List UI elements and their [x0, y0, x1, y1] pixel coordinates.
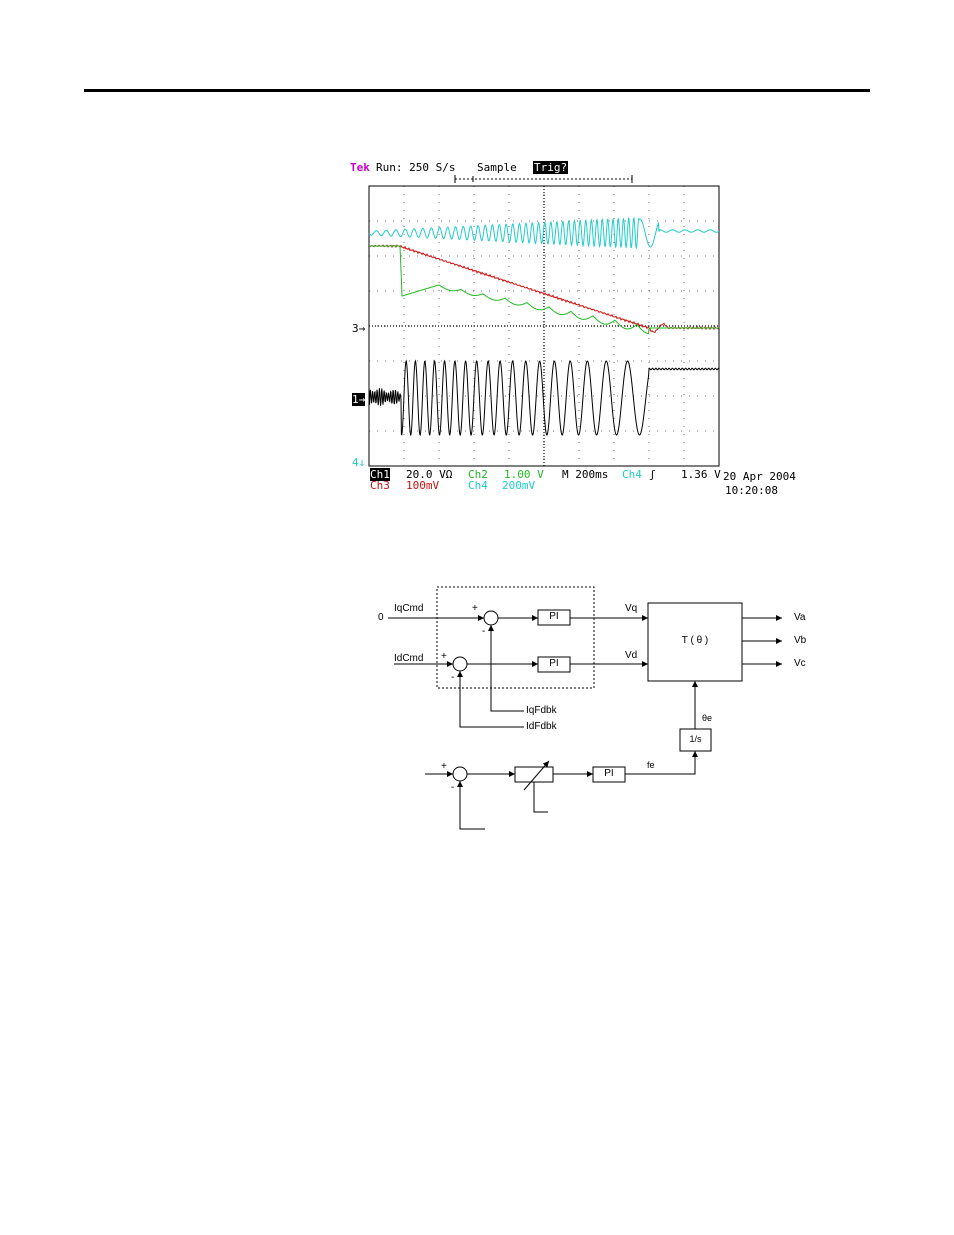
vd-label: Vd	[625, 650, 637, 661]
trigger-level: 1.36 V	[681, 468, 721, 481]
vq-label: Vq	[625, 603, 637, 614]
oscilloscope-display	[0, 0, 954, 520]
iq-summing-junction	[484, 611, 498, 625]
speed-summing-junction	[453, 767, 467, 781]
iq-pi-label: PI	[538, 611, 570, 622]
current-regulator-boundary	[437, 587, 594, 688]
iqfdbk-label: IqFdbk	[526, 705, 557, 716]
ch4-label: Ch4	[468, 479, 488, 492]
transform-label: T ( θ )	[648, 635, 742, 646]
fe-label: fe	[647, 760, 655, 770]
variable-gain-block	[515, 767, 553, 782]
ch3-label: Ch3	[370, 479, 390, 492]
ch4-ground-marker: 4↓	[352, 456, 365, 469]
speed-minus-sign: -	[451, 782, 454, 793]
theta-e-label: θe	[702, 713, 712, 723]
ch1-ground-marker: 1→	[352, 393, 365, 406]
record-bracket	[455, 175, 632, 183]
id-plus-sign: +	[441, 651, 447, 662]
ch3-ground-marker: 3→	[352, 322, 365, 335]
va-output-label: Va	[794, 612, 806, 623]
ch4-scale: 200mV	[502, 479, 535, 492]
id-summing-junction	[453, 657, 467, 671]
idfdbk-label: IdFdbk	[526, 721, 557, 732]
vc-output-label: Vc	[794, 658, 806, 669]
capture-time: 10:20:08	[725, 484, 778, 497]
integrator-label: 1/s	[680, 734, 711, 744]
iqcmd-label: IqCmd	[394, 603, 423, 614]
speed-plus-sign: +	[441, 761, 447, 772]
speed-pi-label: PI	[593, 768, 625, 779]
vb-output-label: Vb	[794, 635, 806, 646]
id-minus-sign: -	[451, 672, 454, 683]
ch3-scale: 100mV	[406, 479, 439, 492]
iq-zero-input: 0	[378, 612, 384, 623]
iq-minus-sign: -	[482, 626, 485, 637]
timebase: M 200ms	[562, 468, 608, 481]
trigger-slope-icon: ʃ	[649, 468, 656, 481]
idcmd-label: IdCmd	[394, 653, 423, 664]
trigger-source: Ch4	[622, 468, 642, 481]
capture-date: 20 Apr 2004	[723, 470, 796, 483]
id-pi-label: PI	[538, 658, 570, 669]
iq-plus-sign: +	[472, 603, 478, 614]
